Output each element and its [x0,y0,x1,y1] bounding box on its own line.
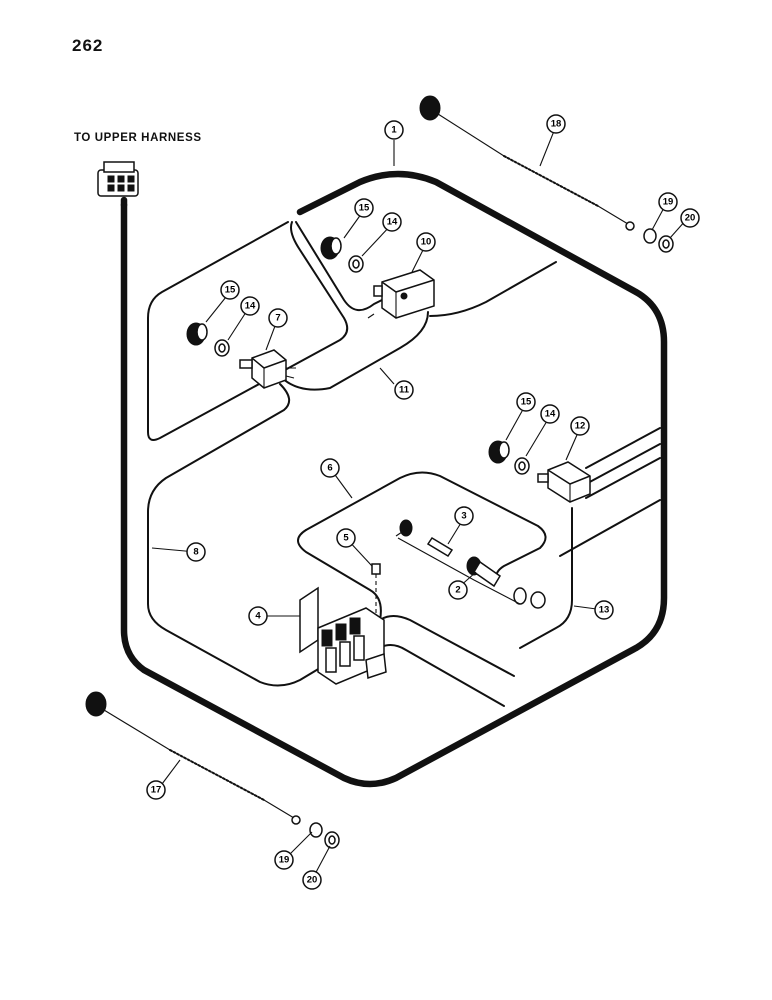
callout-6: 6 [320,458,340,478]
callout-5: 5 [336,528,356,548]
knob-15-top [320,236,342,260]
callout-3: 3 [454,506,474,526]
nut-20-top [658,235,674,253]
fuse-3 [426,536,454,558]
switch-7 [239,349,296,389]
svg-text:14: 14 [245,301,256,312]
svg-text:6: 6 [327,463,332,474]
svg-text:19: 19 [663,197,674,208]
knob-15-left [186,322,208,346]
callout-15-right: 15 [516,392,536,412]
panel-wire-top-right [429,261,557,317]
cable-18 [419,95,635,231]
svg-text:20: 20 [307,875,318,886]
terminal-block [317,607,387,685]
callout-15-top: 15 [354,198,374,218]
svg-text:8: 8 [193,547,198,558]
callout-8: 8 [186,542,206,562]
callout-20-top: 20 [680,208,700,228]
callout-7: 7 [268,308,288,328]
callout-20-bottom: 20 [302,870,322,890]
callout-12: 12 [570,416,590,436]
panel-wire-upper-left [147,221,349,441]
callout-10: 10 [416,232,436,252]
nut-14-top [348,255,364,273]
callout-13: 13 [594,600,614,620]
conduit-upper [585,427,661,469]
callout-17: 17 [146,780,166,800]
svg-text:12: 12 [575,421,586,432]
svg-text:15: 15 [225,285,236,296]
nut-14-right [514,457,530,475]
fuse-holder-2 [395,519,546,609]
callout-1: 1 [384,120,404,140]
screw-5 [371,563,381,640]
channel-line-3 [559,499,661,557]
wire-11 [281,311,429,391]
knob-15-right [488,440,510,464]
washer-19-top [643,228,657,244]
panel-wire-upper-right [295,221,411,311]
svg-text:7: 7 [275,313,280,324]
svg-text:3: 3 [461,511,466,522]
callout-15-left: 15 [220,280,240,300]
wire-6 [305,471,547,583]
channel-line-2 [375,644,505,707]
cable-17 [85,691,301,825]
svg-text:10: 10 [421,237,432,248]
svg-text:17: 17 [151,785,162,796]
upper-harness-connector [97,161,139,197]
svg-text:14: 14 [387,217,398,228]
svg-text:15: 15 [521,397,532,408]
nut-14-left [214,339,230,357]
svg-text:2: 2 [455,585,460,596]
wire-8 [147,383,331,687]
svg-text:4: 4 [255,611,261,622]
svg-text:15: 15 [359,203,370,214]
callout-19-top: 19 [658,192,678,212]
nut-20-bottom [324,831,340,849]
wire-6-lower [297,529,382,621]
callout-14-left: 14 [240,296,260,316]
callout-18: 18 [546,114,566,134]
callout-4: 4 [248,606,268,626]
conduit-lower [585,457,661,499]
callout-2: 2 [448,580,468,600]
svg-text:14: 14 [545,409,556,420]
svg-text:19: 19 [279,855,290,866]
svg-text:5: 5 [343,533,349,544]
callout-14-right: 14 [540,404,560,424]
upper-harness-caption: TO UPPER HARNESS [74,132,202,144]
washer-19-bottom [309,822,323,838]
svg-text:13: 13 [599,605,610,616]
svg-text:18: 18 [551,119,562,130]
conduit-mid [585,443,661,485]
page-number: 262 [72,36,104,55]
callout-14-top: 14 [382,212,402,232]
callout-11: 11 [394,380,414,400]
switch-10 [367,269,435,319]
callout-19-bottom: 19 [274,850,294,870]
svg-text:1: 1 [391,125,397,136]
main-harness-loop [120,170,668,788]
svg-text:20: 20 [685,213,696,224]
switch-12 [537,461,591,503]
wire-13 [519,507,573,649]
svg-text:11: 11 [399,385,410,396]
bracket-4 [299,586,319,654]
